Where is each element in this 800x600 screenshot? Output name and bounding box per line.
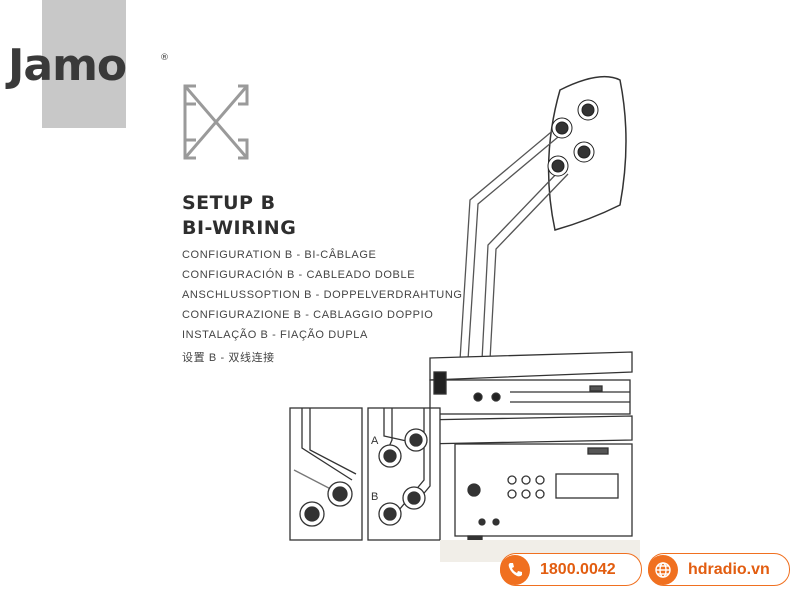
website-url: hdradio.vn xyxy=(688,560,770,578)
globe-icon xyxy=(648,554,678,585)
bi-wiring-setup-icon xyxy=(183,84,249,160)
setup-title: SETUP B xyxy=(182,192,276,214)
source-player xyxy=(429,351,633,415)
translation-pt: INSTALAÇÃO B - FIAÇÃO DUPLA xyxy=(182,329,368,341)
website-button[interactable]: hdradio.vn xyxy=(648,553,790,586)
translation-it: CONFIGURAZIONE B - CABLAGGIO DOPPIO xyxy=(182,309,434,321)
amplifier xyxy=(419,415,633,543)
speaker-cables xyxy=(459,127,569,361)
translation-es: CONFIGURACIÓN B - CABLEADO DOBLE xyxy=(182,269,416,281)
phone-number: 1800.0042 xyxy=(540,560,616,578)
jamo-logo: Jamo xyxy=(8,40,127,91)
terminal-label-b: B xyxy=(371,491,378,503)
phone-button[interactable]: 1800.0042 xyxy=(500,553,642,586)
translation-zh: 设置 B - 双线连接 xyxy=(182,352,275,364)
detail-panel-single xyxy=(289,407,363,541)
translation-de: ANSCHLUSSOPTION B - DOPPELVERDRAHTUNG xyxy=(182,289,463,301)
terminal-label-a: A xyxy=(371,435,379,447)
speaker-terminals xyxy=(547,99,599,177)
detail-panel-bi-wire xyxy=(367,407,441,541)
phone-icon xyxy=(500,554,530,585)
registered-mark: ® xyxy=(160,53,169,63)
logo-background xyxy=(42,0,126,128)
translation-fr: CONFIGURATION B - BI-CÂBLAGE xyxy=(182,249,377,261)
setup-subtitle: BI-WIRING xyxy=(182,217,297,239)
